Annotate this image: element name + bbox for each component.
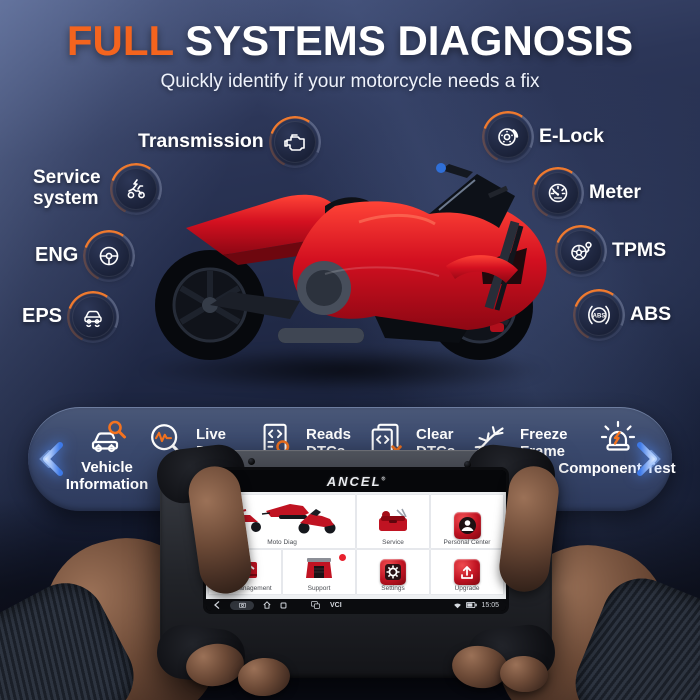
tablet-screen: ANCEL® [206, 470, 506, 611]
tile-label: Settings [381, 584, 405, 592]
diagnostic-tablet: ANCEL® [154, 441, 558, 687]
system-callout-elock: E-Lock [487, 116, 604, 158]
screen-cast-icon[interactable] [311, 601, 320, 609]
carousel-prev-arrow-icon[interactable] [36, 440, 66, 478]
title-rest: SYSTEMS DIAGNOSIS [185, 17, 634, 64]
settings-gear-icon [380, 558, 406, 585]
steering-wheel-icon [88, 235, 131, 277]
engine-icon [273, 121, 316, 163]
page-title: FULL SYSTEMS DIAGNOSIS [0, 20, 700, 62]
system-label: Meter [589, 181, 642, 204]
speedometer-icon [537, 172, 579, 214]
system-callout-meter: Meter [537, 172, 641, 214]
system-callout-tpms: TPMS [560, 230, 666, 272]
brand-strip: ANCEL® [206, 470, 506, 492]
home-button-icon[interactable] [263, 601, 271, 609]
system-label: Transmission [138, 130, 264, 153]
svg-text:ABS: ABS [593, 313, 606, 319]
title-accent: FULL [66, 17, 174, 64]
tile-upgrade[interactable]: Upgrade [431, 550, 503, 594]
tile-label: Moto Diag [267, 538, 297, 546]
system-label: EPS [22, 305, 63, 328]
system-callout-abs: ABS ABS [578, 294, 671, 336]
screenshot-button[interactable] [230, 600, 254, 610]
support-garage-icon [304, 556, 334, 585]
abs-brake-icon: ABS [578, 294, 620, 336]
clock: 15:05 [481, 601, 499, 609]
system-callout-service-system: Service system [33, 168, 157, 210]
battery-icon [466, 602, 478, 608]
motorcycle-service-icon [115, 168, 157, 210]
tile-settings[interactable]: Settings [357, 550, 429, 594]
feature-item-freeze-frame: Freeze Frame [470, 420, 580, 467]
vci-status[interactable]: VCI [330, 601, 342, 609]
tile-label: Personal Center [443, 538, 491, 546]
tile-label: Support [307, 584, 331, 592]
carousel-next-arrow-icon[interactable] [634, 440, 664, 478]
system-callout-eps: EPS [22, 296, 115, 338]
tile-personal-center[interactable]: Personal Center [431, 495, 503, 548]
system-label: TPMS [612, 239, 667, 262]
android-nav-bar: VCI 15:05 [206, 599, 506, 611]
back-button-icon[interactable] [213, 601, 221, 609]
service-toolbox-icon [377, 508, 409, 539]
brake-disc-icon [487, 116, 529, 158]
system-label: ABS [630, 303, 672, 326]
motorcycle-illustration [155, 163, 547, 360]
feature-label-vehicle-information: Vehicle Information [65, 459, 149, 494]
wifi-icon [454, 603, 462, 608]
personal-center-icon [453, 511, 481, 539]
tire-pressure-icon [560, 230, 602, 272]
app-grid: Moto Diag Service [206, 492, 506, 599]
bezel-screw [464, 461, 471, 468]
system-callout-eng: ENG [35, 235, 131, 277]
system-callout-transmission: Transmission [138, 121, 316, 163]
system-label: ENG [35, 244, 79, 267]
system-label: Service system [33, 167, 101, 209]
brand-logo: ANCEL® [326, 473, 386, 489]
car-suspension-icon [72, 296, 115, 338]
tile-label: Service [382, 538, 404, 546]
notification-badge [339, 554, 346, 561]
recent-apps-icon[interactable] [280, 602, 287, 609]
car-search-icon [86, 415, 130, 464]
upgrade-arrow-icon [454, 558, 480, 585]
tile-label: Data Management [218, 584, 272, 592]
tile-label: Upgrade [454, 584, 480, 592]
bezel-screw [248, 458, 255, 465]
registered-mark: ® [381, 476, 386, 483]
system-label: E-Lock [539, 125, 605, 148]
tile-service[interactable]: Service [357, 495, 429, 548]
tile-support[interactable]: Support [283, 550, 355, 594]
motorcycle-photo [128, 122, 568, 377]
siren-bolt-icon [596, 415, 640, 464]
page-subtitle: Quickly identify if your motorcycle need… [160, 71, 540, 92]
